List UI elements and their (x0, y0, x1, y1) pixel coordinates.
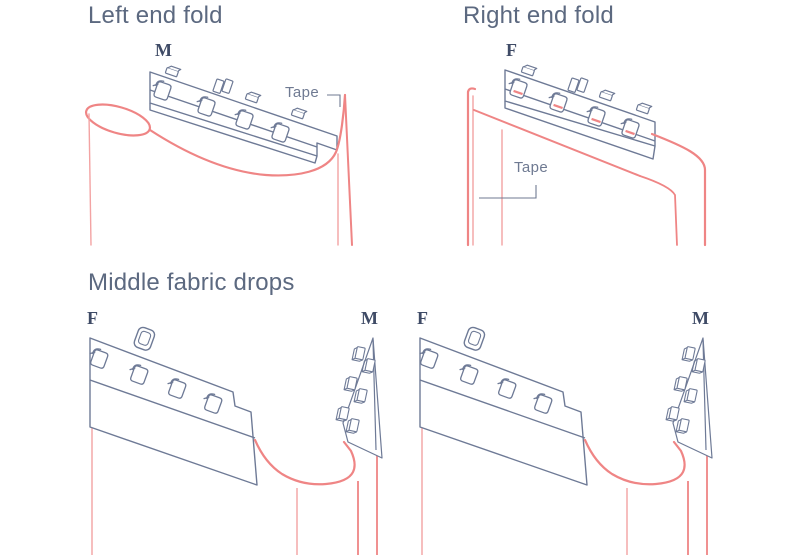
tape-leader-line (479, 185, 537, 199)
fabric-fold (84, 93, 353, 246)
right-end-fold-diagram (466, 63, 707, 247)
connector-label-m-middle-right: M (692, 308, 709, 328)
tape-label-right-end: Tape (514, 159, 549, 176)
fabric-left-edge (466, 87, 641, 247)
connector-label-f-middle-right: F (417, 308, 428, 328)
section-title-right-end-fold: Right end fold (463, 2, 614, 29)
f-rail-bracket (504, 63, 656, 160)
left-end-fold-diagram (84, 64, 353, 246)
section-title-left-end-fold: Left end fold (88, 2, 223, 29)
connector-label-m-left-end: M (155, 40, 172, 60)
middle-drop-diagram-right (415, 302, 717, 555)
tape-label-left-end: Tape (285, 84, 320, 101)
middle-drop-diagram-left (85, 302, 387, 555)
connector-label-f-right-end: F (506, 40, 517, 60)
connector-label-f-middle-left: F (87, 308, 98, 328)
fabric-right-fold (639, 132, 707, 247)
m-rail-bracket (149, 64, 338, 164)
connector-label-m-middle-left: M (361, 308, 378, 328)
section-title-middle-fabric-drops: Middle fabric drops (88, 269, 295, 296)
tape-leader-line (327, 94, 341, 107)
